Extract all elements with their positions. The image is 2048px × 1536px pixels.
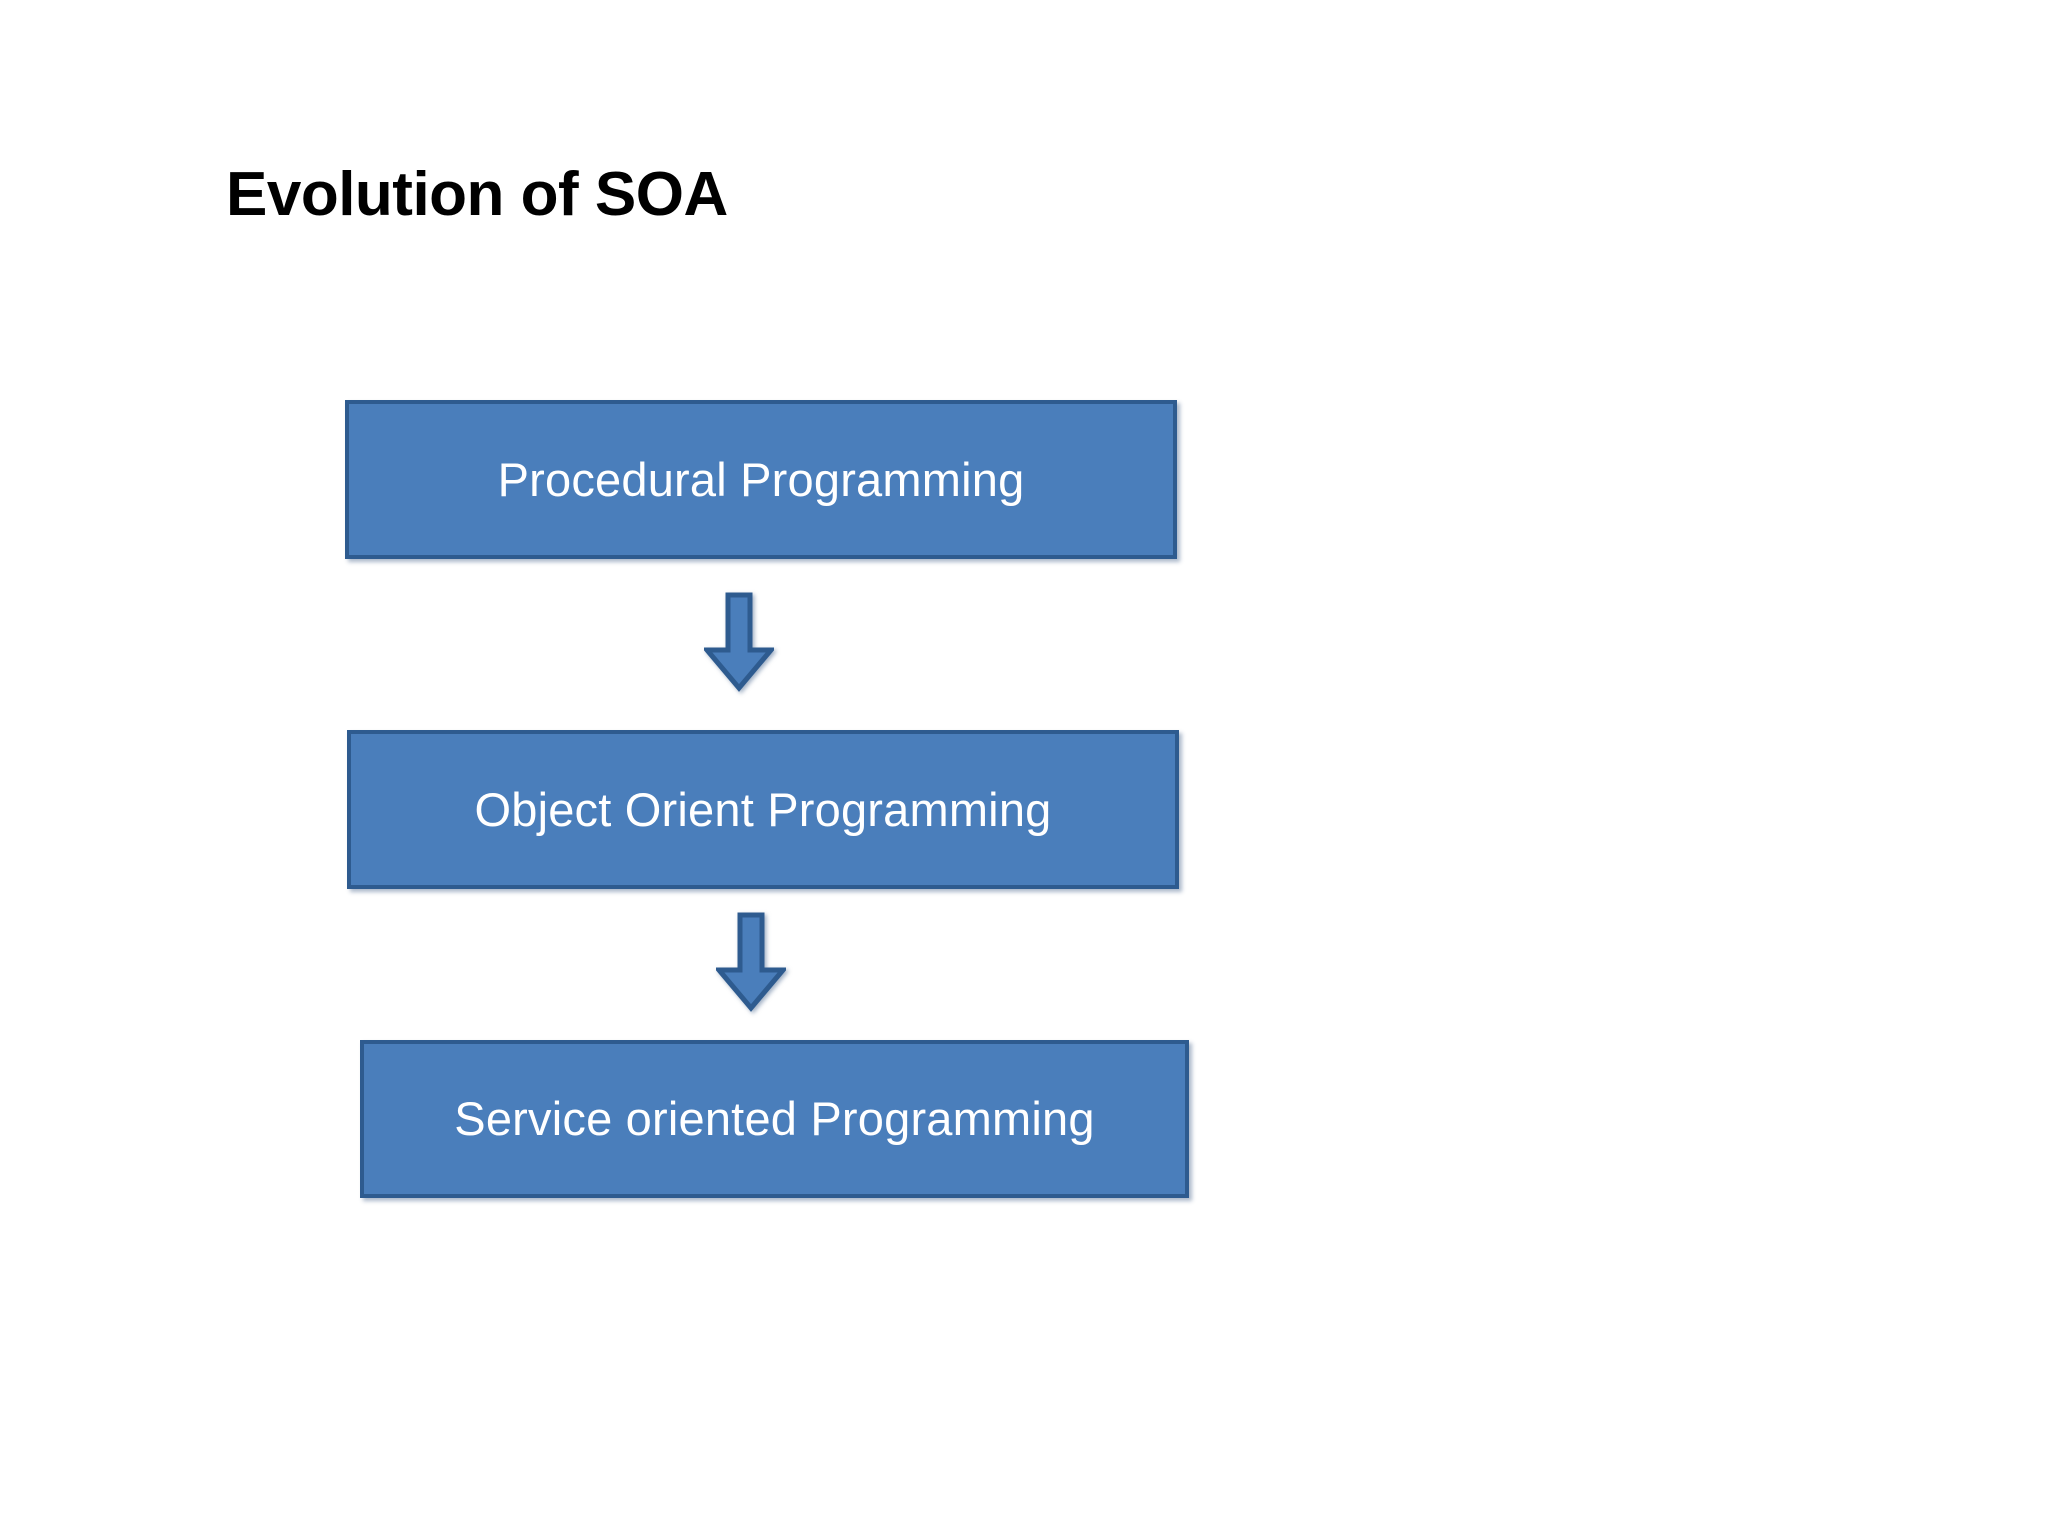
flow-box-label: Service oriented Programming [454,1092,1095,1146]
page-title: Evolution of SOA [226,160,728,229]
flow-box-label: Object Orient Programming [474,782,1052,836]
flow-box-procedural-programming[interactable]: Procedural Programming [345,400,1177,559]
down-arrow-icon [713,912,789,1012]
flow-box-service-oriented-programming[interactable]: Service oriented Programming [360,1040,1189,1198]
flow-box-object-orient-programming[interactable]: Object Orient Programming [347,730,1179,889]
down-arrow-icon [701,592,777,692]
flow-box-label: Procedural Programming [497,452,1025,506]
